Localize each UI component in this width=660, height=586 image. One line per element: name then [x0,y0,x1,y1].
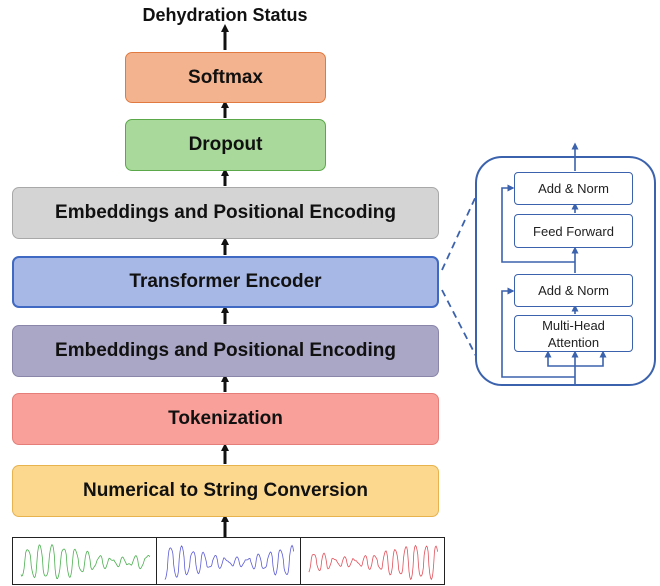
feed-forward-box: Feed Forward [514,214,633,248]
softmax-block: Softmax [125,52,326,103]
embedding-bottom-block: Embeddings and Positional Encoding [12,325,439,377]
softmax-label: Softmax [188,66,263,88]
signal-wave-green [20,543,150,580]
conversion-block: Numerical to String Conversion [12,465,439,517]
embedding-top-block: Embeddings and Positional Encoding [12,187,439,239]
embedding-bottom-label: Embeddings and Positional Encoding [55,340,396,361]
attention-label-line1: Multi-Head [542,317,605,333]
add-norm-bottom-box: Add & Norm [514,274,633,307]
add-norm-bottom-label: Add & Norm [538,283,609,298]
multi-head-attention-box: Multi-Head Attention [514,315,633,352]
signal-plot-blue [157,538,301,584]
conversion-label: Numerical to String Conversion [82,480,369,501]
add-norm-top-label: Add & Norm [538,181,609,196]
dropout-label: Dropout [188,134,263,155]
input-signals-strip [12,537,445,585]
feed-forward-label: Feed Forward [533,223,614,239]
dropout-block: Dropout [125,119,326,171]
output-label: Dehydration Status [142,5,308,25]
encoder-wiring [501,142,607,384]
signal-trace [308,544,439,581]
tokenization-label: Tokenization [168,408,283,429]
signal-wave-red [308,544,439,581]
attention-label-line2: Attention [547,334,600,350]
transformer-encoder-label: Transformer Encoder [129,271,322,292]
add-norm-top-box: Add & Norm [514,172,633,205]
expansion-lines [441,195,477,357]
signal-plot-green [13,538,157,584]
transformer-encoder-block: Transformer Encoder [12,256,439,308]
tokenization-block: Tokenization [12,393,439,445]
embedding-top-label: Embeddings and Positional Encoding [55,202,396,223]
signal-plot-red [301,538,444,584]
signal-wave-blue [164,544,295,580]
signal-trace [164,544,295,580]
signal-trace [20,543,150,580]
